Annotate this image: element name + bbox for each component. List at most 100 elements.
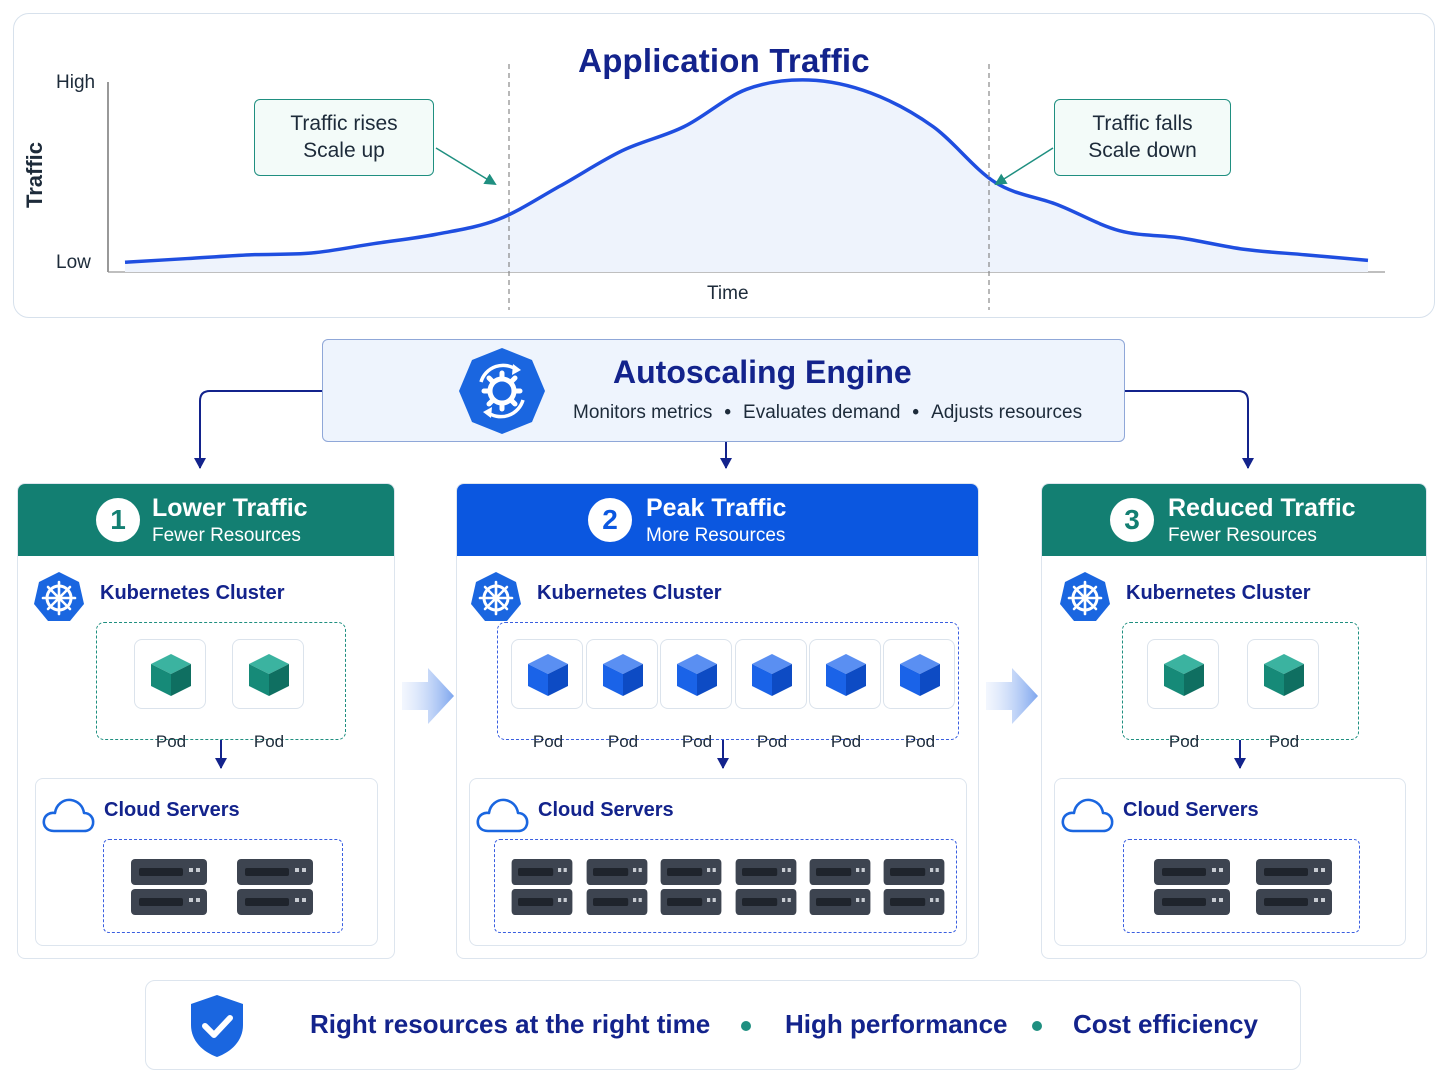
pod-card: Pod [586,639,658,751]
pod-label: Pod [904,732,936,751]
callout-fall-line1: Traffic falls [1092,112,1193,135]
stage-3-cloud-servers: Cloud Servers [1054,778,1406,946]
gear-cycle-icon [459,348,545,434]
chart-title: Application Traffic [578,42,870,79]
stage-3-number: 3 [1110,498,1154,542]
callout-fall-line2: Scale down [1088,139,1197,162]
stage-3-cloud-label: Cloud Servers [1123,799,1259,821]
engine-item-adjusts: Adjusts resources [931,402,1083,423]
kubernetes-icon [1058,570,1112,623]
pod-card: Pod [1147,639,1219,751]
server-icon [1154,859,1230,915]
callout-rise-line2: Scale up [303,139,385,162]
engine-functions: Monitors metrics•Evaluates demand•Adjust… [573,402,1083,423]
engine-connectors [194,390,1254,469]
stage-2-subtitle: More Resources [646,525,786,546]
benefit-cost-efficiency: Cost efficiency [1073,1009,1258,1039]
engine-item-monitors: Monitors metrics [573,402,713,423]
callout-traffic-falls: Traffic falls Scale down [1054,99,1231,176]
pod-cube-icon [752,654,792,696]
shield-check-icon [191,995,243,1057]
stage-3-cluster-label: Kubernetes Cluster [1126,582,1311,604]
flow-arrow-icon [986,668,1038,724]
callout-rise-line1: Traffic rises [290,112,398,135]
stage-2-cloud-servers: Cloud Servers [469,778,967,946]
stage-2-cluster-header: Kubernetes Cluster [469,570,722,623]
pod-card: Pod [1247,639,1319,751]
pod-label: Pod [1168,732,1200,751]
stage-3-pod-group: Pod Pod [1122,622,1359,751]
stage-reduced-traffic: 3 Reduced Traffic Fewer Resources Kubern… [1041,483,1427,959]
stage-3-subtitle: Fewer Resources [1168,525,1317,546]
stage-1-cloud-servers: Cloud Servers [35,778,378,946]
pod-cube-icon [677,654,717,696]
stage-1-title: Lower Traffic [152,494,308,522]
benefits-bar: Right resources at the right time High p… [145,980,1301,1070]
pod-label: Pod [155,732,187,751]
pod-label: Pod [607,732,639,751]
connector-right [1125,390,1254,469]
benefit-high-performance: High performance [785,1009,1008,1039]
pod-card: Pod [232,639,304,751]
stage-1-cluster-label: Kubernetes Cluster [100,582,285,604]
pod-card: Pod [735,639,807,751]
pod-cube-icon [249,654,289,696]
server-icon [1256,859,1332,915]
traffic-line [124,78,1369,265]
stage-1-header: 1 Lower Traffic Fewer Resources [18,484,394,556]
stage-3-cluster-header: Kubernetes Cluster [1058,570,1311,623]
y-tick-low: Low [56,252,91,273]
server-icon [809,859,871,915]
stage-peak-traffic: 2 Peak Traffic More Resources Kubernetes… [456,483,979,959]
server-icon [237,859,313,915]
stage-2-header: 2 Peak Traffic More Resources [457,484,978,556]
benefit-right-resources: Right resources at the right time [310,1009,711,1039]
server-icon [131,859,207,915]
server-icon [511,859,573,915]
stage-1-server-group [103,839,343,933]
server-icon [660,859,722,915]
stage-2-server-group [494,839,957,933]
stage-1-number: 1 [96,498,140,542]
pod-label: Pod [253,732,285,751]
stage-1-cluster-header: Kubernetes Cluster [32,570,285,623]
flow-arrow-icon [402,668,454,724]
server-icon [883,859,945,915]
pod-label: Pod [1268,732,1300,751]
server-icon [735,859,797,915]
cloud-icon [1061,798,1114,833]
pod-card: Pod [660,639,732,751]
pod-label: Pod [681,732,713,751]
stage-1-pod-group: Pod Pod [96,622,346,751]
stage-2-cluster-label: Kubernetes Cluster [537,582,722,604]
y-tick-high: High [56,72,96,93]
benefit-separator [1032,1021,1042,1031]
pod-card: Pod [511,639,583,751]
fall-pointer [994,147,1054,186]
autoscaling-engine: Autoscaling Engine Monitors metrics•Eval… [322,339,1125,442]
stage-3-title: Reduced Traffic [1168,494,1356,522]
stage-3-header: 3 Reduced Traffic Fewer Resources [1042,484,1426,556]
traffic-area [125,79,1368,272]
stage-1-subtitle: Fewer Resources [152,525,301,546]
engine-title: Autoscaling Engine [613,354,912,390]
pod-label: Pod [756,732,788,751]
pod-card: Pod [883,639,955,751]
x-axis-title: Time [707,283,749,304]
server-icon [586,859,648,915]
pod-cube-icon [151,654,191,696]
pod-card: Pod [134,639,206,751]
rise-pointer [435,147,497,186]
pod-card: Pod [809,639,881,751]
stage-2-cloud-label: Cloud Servers [538,799,674,821]
pod-cube-icon [900,654,940,696]
stage-3-server-group [1123,839,1360,933]
connector-left [194,390,322,469]
pod-cube-icon [603,654,643,696]
engine-item-evaluates: Evaluates demand [743,402,901,423]
cloud-icon [476,798,529,833]
traffic-curve-chart [107,64,1385,310]
cloud-icon [42,798,95,833]
benefit-separator [741,1021,751,1031]
callout-traffic-rises: Traffic rises Scale up [254,99,434,176]
